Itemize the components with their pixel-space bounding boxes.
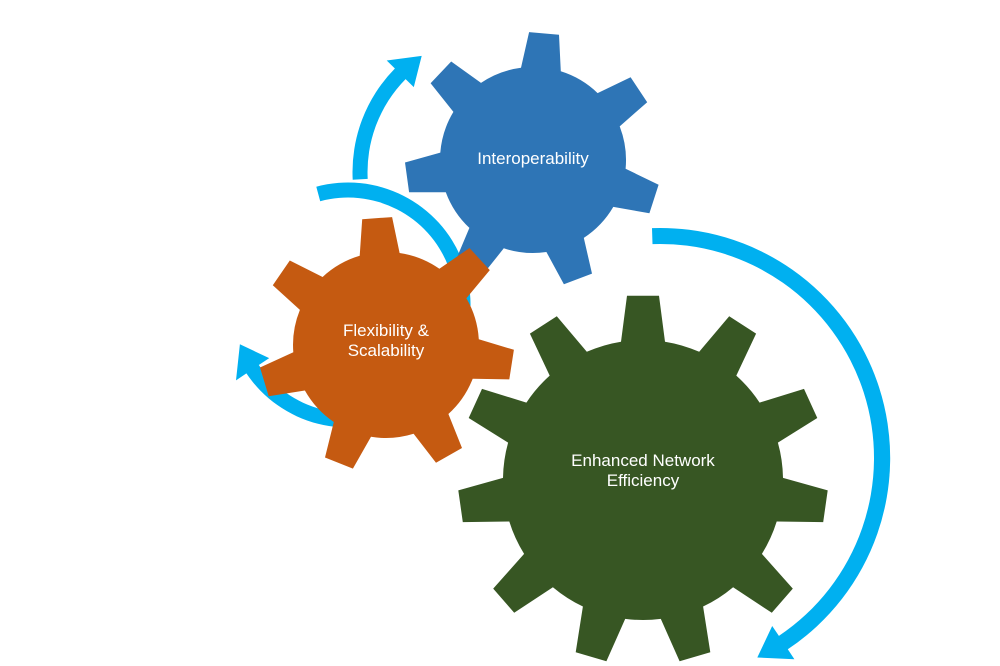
gear-label-flexibility-scalability: Flexibility &Scalability — [343, 321, 430, 360]
gear-shape-enhanced-network-efficiency — [458, 295, 828, 662]
curved-arrow-top — [352, 55, 422, 180]
gear-interoperability: Interoperability — [405, 32, 659, 285]
arrows-layer — [236, 55, 891, 660]
gear-shape-flexibility-scalability — [260, 217, 514, 469]
gear-flexibility-scalability: Flexibility &Scalability — [260, 217, 514, 469]
gear-label-line: Interoperability — [477, 149, 589, 168]
gear-label-line: Efficiency — [607, 471, 680, 490]
gear-label-line: Enhanced Network — [571, 451, 715, 470]
gear-label-line: Flexibility & — [343, 321, 430, 340]
gear-label-interoperability: Interoperability — [477, 149, 589, 168]
gear-label-line: Scalability — [348, 341, 425, 360]
gear-shape-interoperability — [405, 32, 659, 285]
